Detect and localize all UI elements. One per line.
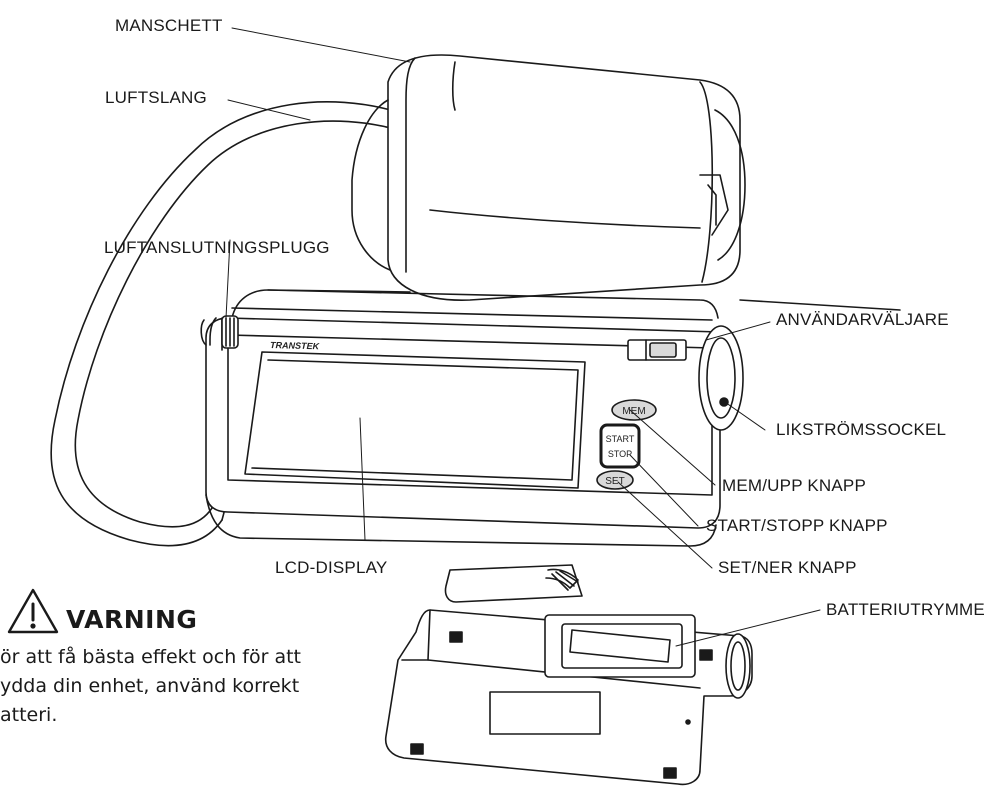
label-set-down-button: SET/NER KNAPP (718, 558, 857, 577)
brand-text: TRANSTEK (270, 340, 321, 351)
lcd-display (244, 351, 586, 489)
bottom-body (384, 609, 753, 786)
label-lcd-display: LCD-DISPLAY (275, 558, 388, 577)
warning-line-1: ör att få bästa effekt och för att (0, 646, 301, 668)
mem-button-text: MEM (622, 406, 645, 417)
leader-lines (225, 27, 821, 647)
label-dc-socket: LIKSTRÖMSSOCKEL (776, 420, 947, 439)
label-user-selector: ANVÄNDARVÄLJARE (776, 310, 949, 329)
battery-cover (444, 564, 583, 603)
set-button (596, 470, 634, 490)
label-cuff: MANSCHETT (115, 16, 223, 35)
warning-line-2: ydda din enhet, använd korrekt (0, 675, 300, 697)
stop-button-text: STOP (608, 449, 632, 459)
label-battery-compartment: BATTERIUTRYMME (826, 600, 985, 619)
label-mem-up-button: MEM/UPP KNAPP (722, 476, 866, 495)
label-air-plug: LUFTANSLUTNINGSPLUGG (104, 238, 330, 257)
right-end-cap (698, 325, 744, 431)
start-stop-button (599, 423, 641, 469)
warning-line-3: atteri. (0, 704, 58, 726)
set-button-text: SET (605, 476, 624, 487)
user-selector (627, 339, 687, 361)
cuff (351, 54, 746, 301)
air-plug (221, 315, 239, 349)
mem-button (611, 399, 657, 421)
warning-triangle-icon (7, 588, 59, 634)
label-air-tube: LUFTSLANG (105, 88, 207, 107)
warning-title: VARNING (66, 605, 198, 634)
label-start-stop-button: START/STOPP KNAPP (706, 516, 888, 535)
start-button-text: START (606, 434, 635, 444)
